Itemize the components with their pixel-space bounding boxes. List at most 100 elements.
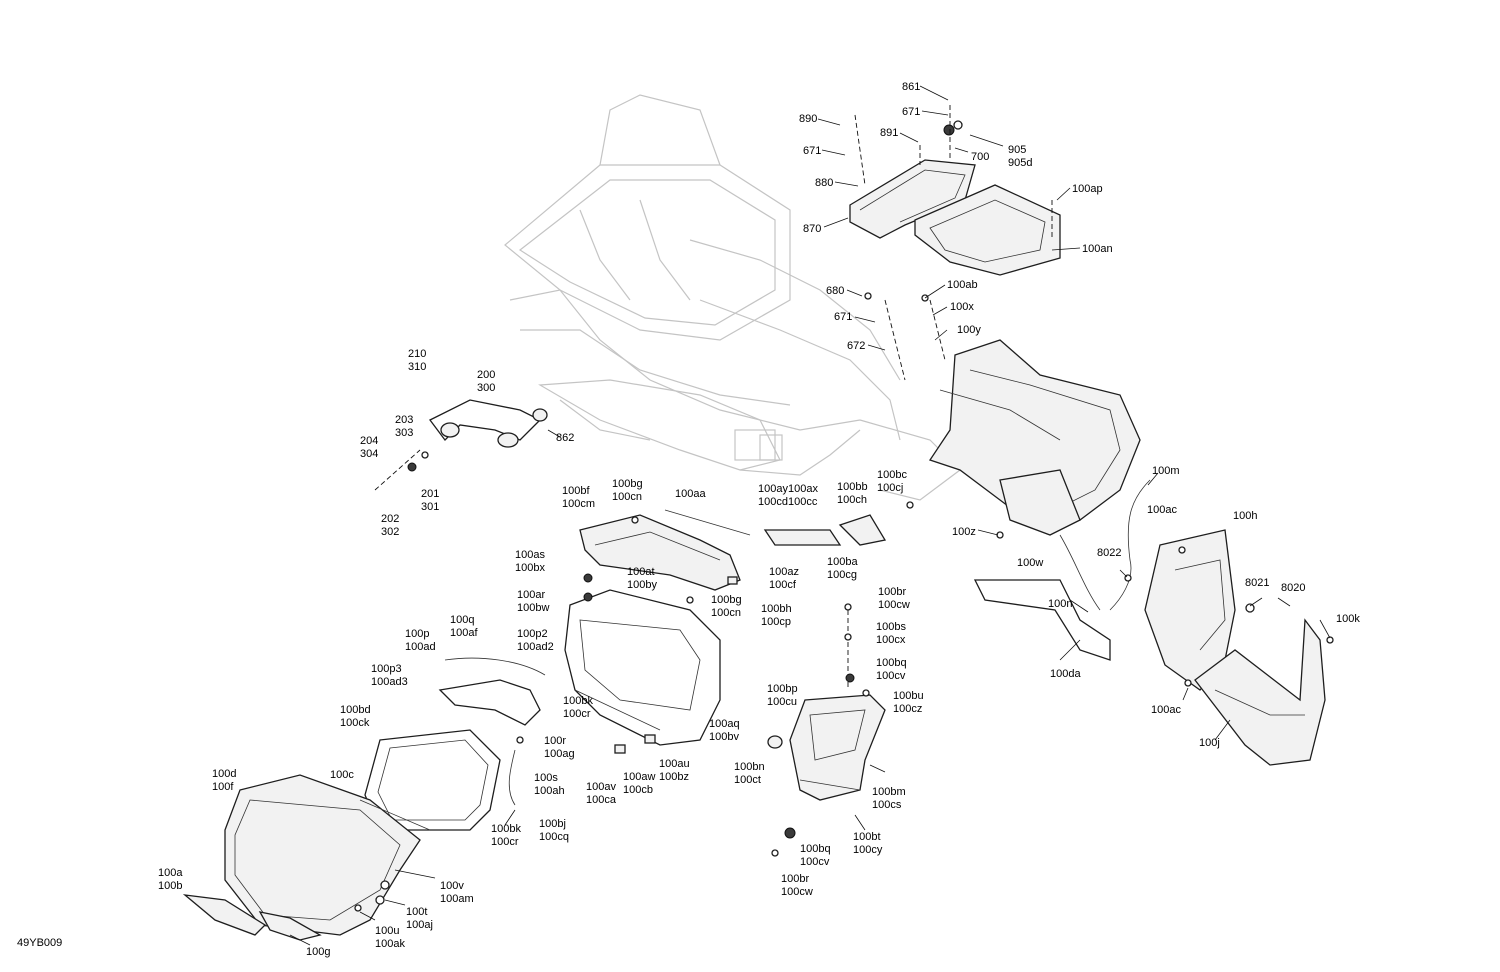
callout-700: 700 <box>971 151 989 163</box>
callout-300: 300 <box>477 382 495 394</box>
callout-100ac-a: 100ac <box>1147 504 1177 516</box>
callout-100bw: 100bw <box>517 602 549 614</box>
callout-100cy: 100cy <box>853 844 883 856</box>
callout-100bj: 100bj <box>539 818 566 830</box>
callout-100bd: 100bd <box>340 704 371 716</box>
callout-100bq-a: 100bq <box>876 657 907 669</box>
callout-100t: 100t <box>406 906 427 918</box>
callout-905d: 905d <box>1008 157 1032 169</box>
callout-100q: 100q <box>450 614 474 626</box>
callout-100ag: 100ag <box>544 748 575 760</box>
callout-100br-b: 100br <box>781 873 809 885</box>
callout-100cn-b: 100cn <box>711 607 741 619</box>
callout-870: 870 <box>803 223 821 235</box>
callout-100cg: 100cg <box>827 569 857 581</box>
callout-100cw-a: 100cw <box>878 599 910 611</box>
callout-100cv-a: 100cv <box>876 670 906 682</box>
callout-100ax: 100ax <box>788 483 818 495</box>
cables <box>444 479 1151 806</box>
callout-100aq: 100aq <box>709 718 740 730</box>
callout-100cp: 100cp <box>761 616 791 628</box>
callout-100v: 100v <box>440 880 464 892</box>
callout-301: 301 <box>421 501 439 513</box>
callout-100aj: 100aj <box>406 919 433 931</box>
callout-100cd: 100cd <box>758 496 788 508</box>
callout-100g: 100g <box>306 946 330 958</box>
callout-100bg-a: 100bg <box>612 478 643 490</box>
callout-100y: 100y <box>957 324 981 336</box>
callout-100av: 100av <box>586 781 616 793</box>
callout-100cj: 100cj <box>877 482 903 494</box>
callout-100cr-a: 100cr <box>563 708 591 720</box>
callout-671-b: 671 <box>803 145 821 157</box>
callout-100cx: 100cx <box>876 634 906 646</box>
callout-100cv-b: 100cv <box>800 856 830 868</box>
callout-100ad2: 100ad2 <box>517 641 554 653</box>
figure-id: 49YB009 <box>17 937 62 949</box>
callout-100by: 100by <box>627 579 657 591</box>
callout-100am: 100am <box>440 893 474 905</box>
callout-100ah: 100ah <box>534 785 565 797</box>
callout-100bf: 100bf <box>562 485 590 497</box>
callout-100bq-b: 100bq <box>800 843 831 855</box>
callout-100ac-b: 100ac <box>1151 704 1181 716</box>
callout-204: 204 <box>360 435 378 447</box>
callout-100n: 100n <box>1048 598 1072 610</box>
callout-100a: 100a <box>158 867 183 879</box>
side-panel <box>767 610 886 801</box>
callout-891: 891 <box>880 127 898 139</box>
callout-100ay: 100ay <box>758 483 788 495</box>
callout-210: 210 <box>408 348 426 360</box>
callout-100an: 100an <box>1082 243 1113 255</box>
callout-100au: 100au <box>659 758 690 770</box>
callout-890: 890 <box>799 113 817 125</box>
callout-100ch: 100ch <box>837 494 867 506</box>
callout-100f: 100f <box>212 781 234 793</box>
callout-680: 680 <box>826 285 844 297</box>
callout-100cm: 100cm <box>562 498 595 510</box>
callout-200: 200 <box>477 369 495 381</box>
callout-100ba: 100ba <box>827 556 858 568</box>
callout-201: 201 <box>421 488 439 500</box>
callouts: 861 671 890 891 905 905d 700 671 880 870… <box>17 81 1360 958</box>
callout-302: 302 <box>381 526 399 538</box>
callout-100aw: 100aw <box>623 771 655 783</box>
callout-100bb: 100bb <box>837 481 868 493</box>
callout-100at: 100at <box>627 566 655 578</box>
callout-100cr-b: 100cr <box>491 836 519 848</box>
callout-100p: 100p <box>405 628 429 640</box>
callout-100ab: 100ab <box>947 279 978 291</box>
callout-100d: 100d <box>212 768 236 780</box>
handle-bracket <box>374 399 548 491</box>
callout-671-a: 671 <box>902 106 920 118</box>
callout-100bm: 100bm <box>872 786 906 798</box>
callout-905: 905 <box>1008 144 1026 156</box>
callout-310: 310 <box>408 361 426 373</box>
callout-100bg-b: 100bg <box>711 594 742 606</box>
callout-100bx: 100bx <box>515 562 545 574</box>
callout-8022: 8022 <box>1097 547 1121 559</box>
callout-100h: 100h <box>1233 510 1257 522</box>
callout-100cb: 100cb <box>623 784 653 796</box>
callout-100cs: 100cs <box>872 799 902 811</box>
storage-assembly <box>564 514 887 746</box>
callout-100j: 100j <box>1199 737 1220 749</box>
callout-100az: 100az <box>769 566 799 578</box>
callout-100cf: 100cf <box>769 579 797 591</box>
callout-100z: 100z <box>952 526 976 538</box>
callout-100ad3: 100ad3 <box>371 676 408 688</box>
callout-100da: 100da <box>1050 668 1081 680</box>
callout-100b: 100b <box>158 880 182 892</box>
callout-100m: 100m <box>1152 465 1180 477</box>
callout-671-c: 671 <box>834 311 852 323</box>
callout-100p2: 100p2 <box>517 628 548 640</box>
callout-100af: 100af <box>450 627 478 639</box>
callout-100c: 100c <box>330 769 354 781</box>
callout-100cn-a: 100cn <box>612 491 642 503</box>
callout-8020: 8020 <box>1281 582 1305 594</box>
callout-100ar: 100ar <box>517 589 545 601</box>
callout-100p3: 100p3 <box>371 663 402 675</box>
callout-100br-a: 100br <box>878 586 906 598</box>
callout-100r: 100r <box>544 735 566 747</box>
